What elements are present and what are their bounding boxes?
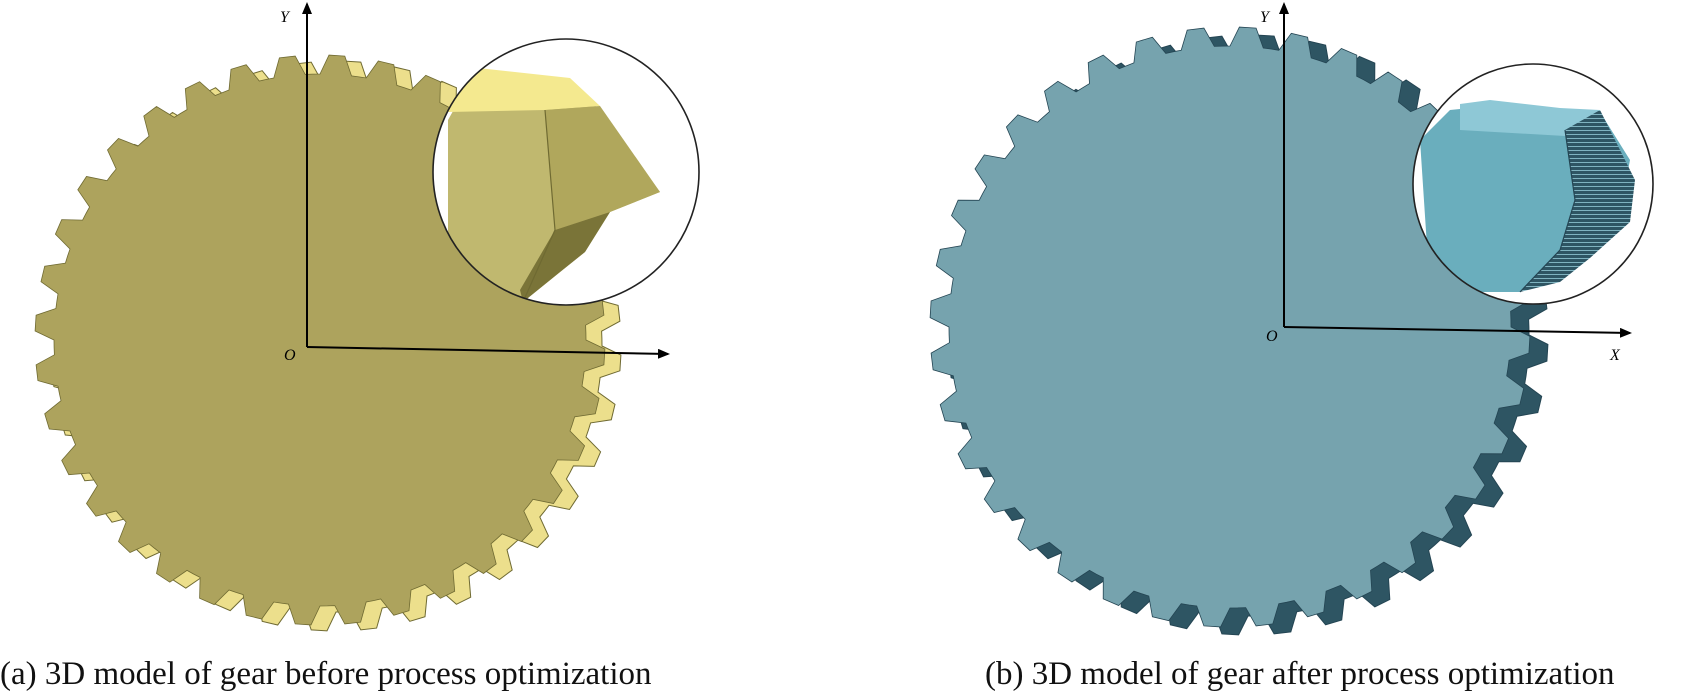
x-axis bbox=[306, 346, 670, 359]
tooth-callout-b bbox=[1412, 63, 1654, 305]
gear-model-after bbox=[929, 26, 1549, 636]
tooth-dark-flank bbox=[520, 212, 610, 302]
x-axis-label: X bbox=[1609, 347, 1621, 364]
y-axis-label: Y bbox=[1260, 9, 1271, 26]
callout-circle bbox=[432, 38, 700, 306]
caption-a: (a) 3D model of gear before process opti… bbox=[0, 656, 652, 692]
tooth-flank bbox=[545, 106, 660, 230]
origin-label: O bbox=[284, 347, 296, 364]
tooth-top-face bbox=[448, 68, 600, 112]
tooth-striated-flank bbox=[1520, 110, 1635, 292]
origin-label: O bbox=[1266, 328, 1278, 345]
callout-circle bbox=[1412, 63, 1654, 305]
y-axis-label: Y bbox=[280, 9, 291, 26]
caption-b: (b) 3D model of gear after process optim… bbox=[985, 656, 1615, 692]
tooth-callout-a bbox=[432, 38, 700, 306]
x-axis bbox=[1283, 326, 1632, 338]
axes-a: Y O bbox=[280, 2, 670, 364]
tooth-top-face bbox=[1460, 100, 1600, 136]
axes-b: Y X O bbox=[1260, 2, 1632, 364]
